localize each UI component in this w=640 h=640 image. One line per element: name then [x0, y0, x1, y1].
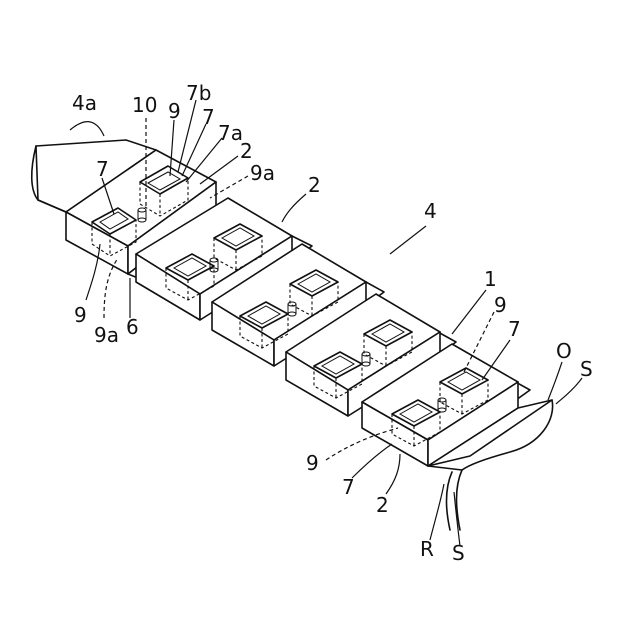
label-2-bottom: 2 — [376, 493, 389, 517]
label-S-right: S — [580, 357, 593, 381]
label-6: 6 — [126, 315, 139, 339]
label-9a-top: 9a — [250, 161, 275, 185]
label-7-top: 7 — [202, 105, 215, 129]
label-9-top: 9 — [168, 99, 181, 123]
label-7-right: 7 — [508, 317, 521, 341]
label-7-bottom: 7 — [342, 475, 355, 499]
label-7-left: 7 — [96, 157, 109, 181]
label-9-left: 9 — [74, 303, 87, 327]
label-2-mid: 2 — [308, 173, 321, 197]
label-9-right: 9 — [494, 293, 507, 317]
label-9a-left: 9a — [94, 323, 119, 347]
label-S-bottom: S — [452, 541, 465, 565]
label-4: 4 — [424, 199, 437, 223]
label-7b: 7b — [186, 81, 211, 105]
label-4a: 4a — [72, 91, 97, 115]
label-O: O — [556, 339, 572, 363]
label-2-top: 2 — [240, 139, 253, 163]
label-9-bottom: 9 — [306, 451, 319, 475]
label-1: 1 — [484, 267, 497, 291]
label-R: R — [420, 537, 434, 561]
label-10: 10 — [132, 93, 157, 117]
